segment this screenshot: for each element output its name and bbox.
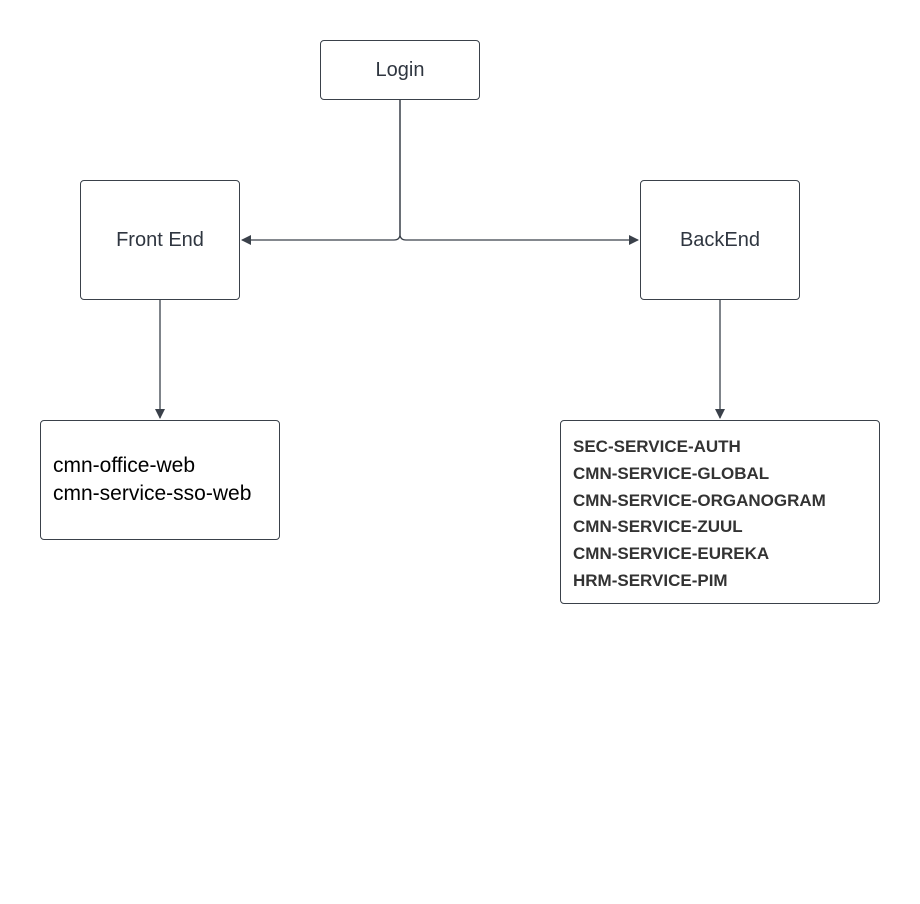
front-end-label: Front End — [116, 228, 204, 251]
back-end-services-node: SEC-SERVICE-AUTH CMN-SERVICE-GLOBAL CMN-… — [560, 420, 880, 604]
back-end-service-item: HRM-SERVICE-PIM — [573, 570, 728, 590]
login-node: Login — [320, 40, 480, 100]
back-end-label: BackEnd — [679, 228, 761, 251]
front-end-app-item: cmn-office-web — [53, 454, 195, 477]
front-end-apps-node: cmn-office-web cmn-service-sso-web — [40, 420, 280, 540]
edge-login-to-front-end — [241, 100, 401, 245]
back-end-service-item: CMN-SERVICE-GLOBAL — [573, 463, 770, 483]
front-end-app-item: cmn-service-sso-web — [53, 482, 252, 505]
back-end-node: BackEnd — [640, 180, 800, 300]
back-end-service-item: CMN-SERVICE-EUREKA — [573, 544, 770, 564]
edge-login-to-back-end — [399, 100, 639, 245]
back-end-service-item: CMN-SERVICE-ZUUL — [573, 517, 743, 537]
back-end-service-item: CMN-SERVICE-ORGANOGRAM — [573, 490, 826, 510]
login-label: Login — [375, 58, 425, 81]
back-end-service-item: SEC-SERVICE-AUTH — [573, 437, 741, 456]
front-end-node: Front End — [80, 180, 240, 300]
